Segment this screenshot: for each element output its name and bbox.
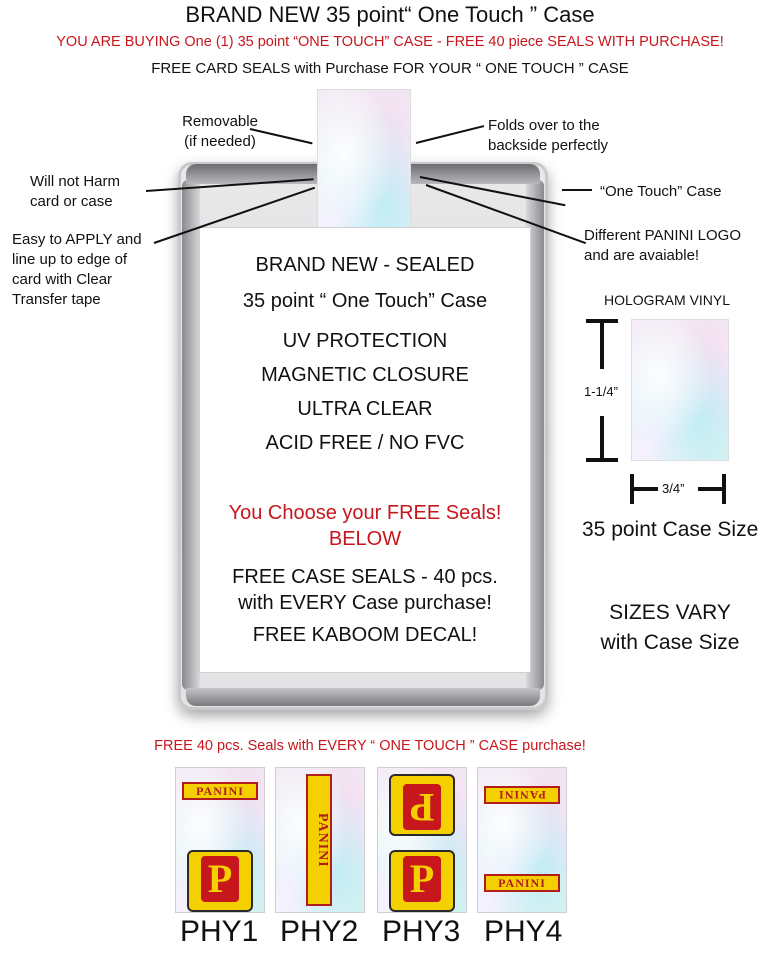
card-line: BRAND NEW - SEALED (255, 254, 475, 276)
panini-logo-inverted: PANINI (484, 786, 560, 804)
seal-phy4[interactable]: PANINI PANINI (478, 768, 566, 912)
seal-phy2[interactable]: PANINI (276, 768, 364, 912)
card-line: ULTRA CLEAR (297, 398, 433, 420)
below-line: BELOW (328, 528, 402, 550)
page-title: BRAND NEW 35 point“ One Touch ” Case (185, 2, 595, 27)
case-right-edge (526, 180, 544, 690)
panini-p-logo: P (389, 850, 455, 912)
bottom-banner: FREE 40 pcs. Seals with EVERY “ ONE TOUC… (154, 738, 586, 754)
free-seals-subtitle: FREE CARD SEALS with Purchase FOR YOUR “… (151, 60, 629, 77)
different-logo-callout: Different PANINI LOGO and are avaiable! (584, 227, 741, 264)
seal-label-phy3: PHY3 (382, 915, 461, 948)
height-dimension-label: 1-1/4” (584, 384, 618, 399)
card-insert: BRAND NEW - SEALED 35 point “ One Touch”… (200, 228, 530, 672)
leader-line (562, 189, 592, 191)
case-size-label: 35 point Case Size (582, 518, 759, 541)
will-not-harm-callout: Will not Harm card or case (30, 173, 121, 210)
card-line: UV PROTECTION (282, 330, 448, 352)
card-line: ACID FREE / NO FVC (265, 432, 465, 454)
card-line: with EVERY Case purchase! (238, 592, 492, 614)
seal-phy1[interactable]: PANINI P (176, 768, 264, 912)
easy-apply-callout: Easy to APPLY and line up to edge of car… (12, 231, 142, 308)
removable-callout: Removable (if needed) (182, 113, 258, 150)
dimension-cap (586, 458, 618, 462)
hologram-vinyl-sample (632, 320, 728, 460)
panini-logo: PANINI (182, 782, 258, 800)
dimension-cap (722, 474, 726, 504)
sizes-vary-note: SIZES VARY with Case Size (600, 601, 740, 654)
width-dimension-label: 3/4” (662, 481, 685, 496)
dimension-line (600, 321, 604, 369)
dimension-line (698, 487, 724, 491)
seal-label-phy1: PHY1 (180, 915, 259, 948)
case-bottom-bar (186, 688, 540, 706)
panini-p-logo-inverted: P (389, 774, 455, 836)
hologram-vinyl-label: HOLOGRAM VINYL (604, 292, 731, 308)
choose-seals-line: You Choose your FREE Seals! (228, 502, 502, 524)
hologram-seal-image (318, 90, 410, 252)
leader-line (415, 125, 485, 144)
card-line: FREE KABOOM DECAL! (252, 624, 478, 646)
purchase-subtitle: YOU ARE BUYING One (1) 35 point “ONE TOU… (56, 34, 724, 50)
card-line: FREE CASE SEALS - 40 pcs. (232, 566, 498, 588)
dimension-line (600, 416, 604, 462)
dimension-line (632, 487, 658, 491)
card-line: MAGNETIC CLOSURE (261, 364, 469, 386)
folds-callout: Folds over to the backside perfectly (488, 117, 609, 154)
panini-p-logo: P (187, 850, 253, 912)
case-left-edge (182, 180, 200, 690)
panini-logo: PANINI (484, 874, 560, 892)
card-line: 35 point “ One Touch” Case (242, 290, 488, 312)
seal-phy3[interactable]: P P (378, 768, 466, 912)
panini-logo-vertical: PANINI (306, 774, 332, 906)
seal-label-phy2: PHY2 (280, 915, 359, 948)
seal-label-phy4: PHY4 (484, 915, 563, 948)
one-touch-case-callout: “One Touch” Case (600, 183, 722, 200)
